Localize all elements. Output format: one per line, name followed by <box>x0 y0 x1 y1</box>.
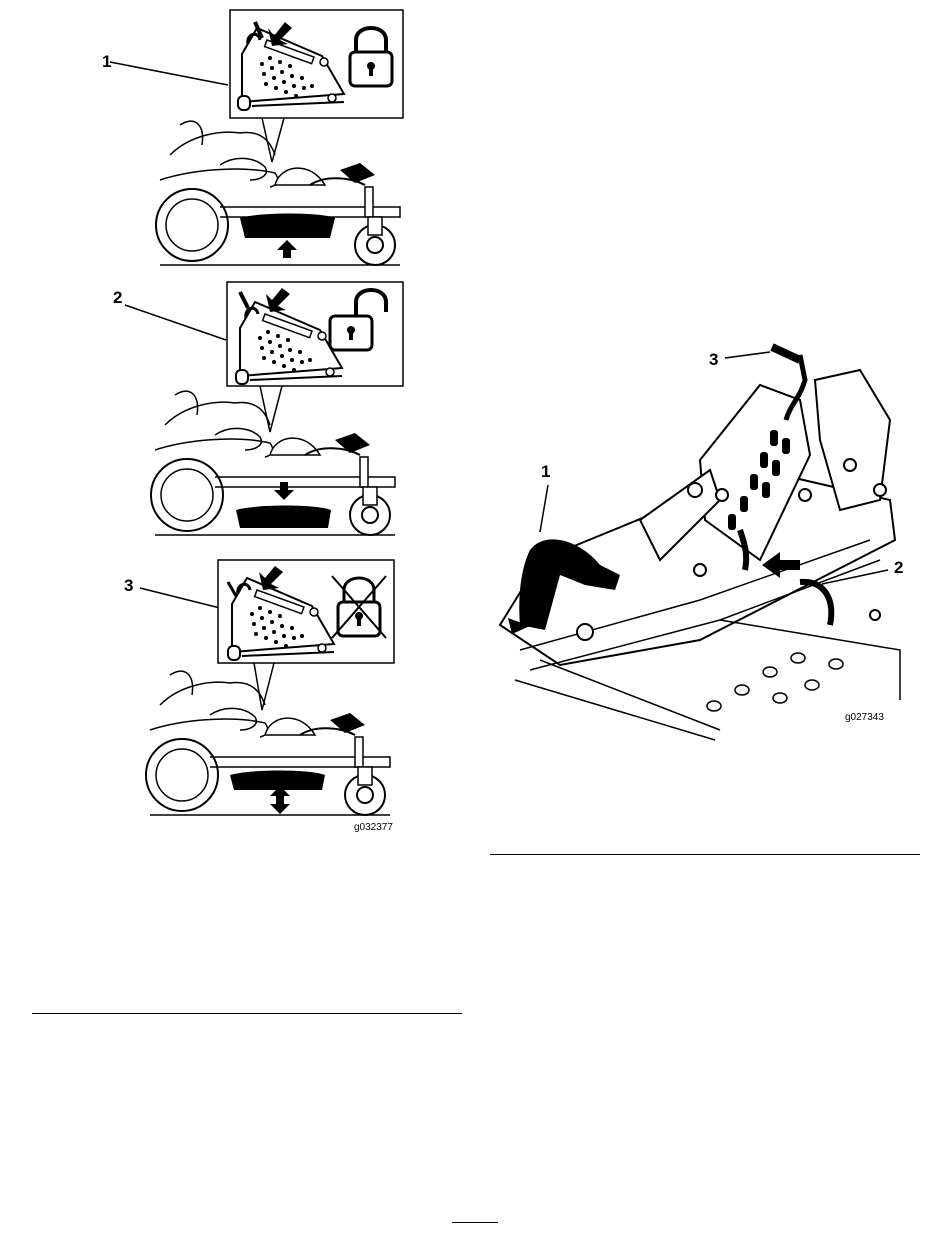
leader-line-1 <box>540 485 548 532</box>
callout-label-1: 1 <box>541 462 550 482</box>
deck-bolts-drawing <box>707 653 843 711</box>
page-footer-rule <box>452 1222 498 1223</box>
figure-code: g027343 <box>845 712 884 723</box>
leader-line-3 <box>725 352 770 358</box>
right-column-rule <box>490 854 920 855</box>
left-column-rule <box>32 1013 462 1014</box>
callout-label-3: 3 <box>709 350 718 370</box>
callout-label-2: 2 <box>894 558 903 578</box>
